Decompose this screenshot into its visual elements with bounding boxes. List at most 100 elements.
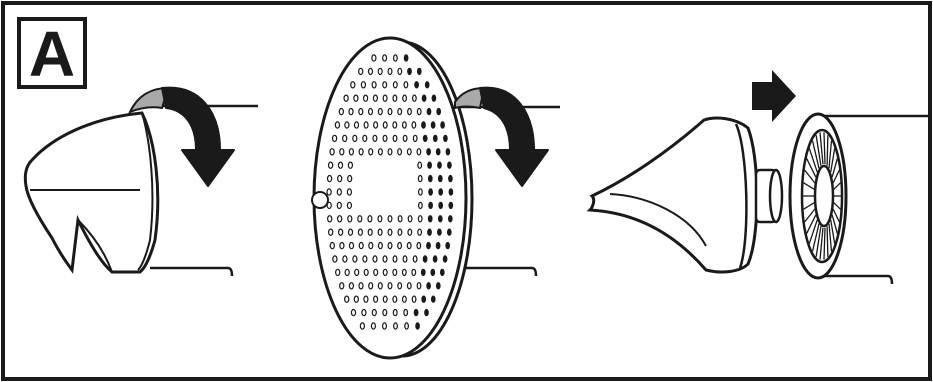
filter-rib [806,158,817,178]
perforation-hole [352,255,358,263]
filter-rib [828,140,833,169]
perforation-hole [417,215,423,223]
perforation-hole [428,188,433,196]
perforation-hole [357,215,363,223]
perforation-hole [439,268,445,277]
perforation-hole [373,268,379,277]
perforation-hole [401,268,407,277]
filter-rib [804,169,816,184]
filter-rib [831,158,839,178]
perforation-hole [354,268,360,277]
perforation-hole [448,201,454,210]
filter-rib [823,132,826,165]
perforation-hole [392,121,398,129]
perforation-hole [353,94,359,102]
perforation-hole [346,201,353,210]
perforation-hole [412,134,418,143]
perforation-hole [326,174,333,183]
filter-rib [819,227,824,260]
perforation-hole [377,67,383,76]
perforation-hole [430,121,436,129]
perforation-hole [329,241,335,250]
perforation-hole [372,134,378,143]
filter-rib [815,226,822,258]
perforation-hole [438,188,444,196]
barrel-bottom-line-2 [455,266,538,277]
perforation-hole [344,295,350,303]
perforation-hole [338,107,344,116]
perforation-hole [413,308,419,317]
perforation-hole [438,201,444,210]
perforation-hole [422,134,428,143]
perforation-hole [377,215,383,223]
perforation-hole [431,94,437,102]
perforation-hole [403,308,409,317]
perforation-hole [337,161,344,169]
filter-rib [823,227,826,260]
perforation-hole [392,268,398,277]
perforation-hole [327,215,333,223]
perforation-hole [329,148,335,156]
perforation-hole [362,134,368,143]
perforation-hole [344,121,350,129]
perforation-hole [402,134,408,143]
perforation-hole [367,67,374,76]
perforation-hole [426,241,431,250]
perforation-hole [331,134,338,143]
perforation-hole [407,215,413,223]
perforation-hole [382,268,388,277]
perforation-hole [342,134,348,143]
perforation-hole [357,228,363,236]
disk-face [312,36,468,360]
perforation-hole [363,268,369,277]
perforation-hole [447,215,453,223]
perforation-hole [392,255,398,263]
filter-rib [811,223,820,252]
perforation-hole [344,268,350,277]
perforation-hole [350,81,356,89]
filter-rib [826,226,829,257]
barrel-bottom-line-3 [815,274,894,285]
perforation-hole [437,215,443,223]
perforation-hole [382,54,388,62]
perforation-hole [382,295,388,303]
panel-2-filter-disk [311,36,560,360]
perforation-hole [367,228,373,236]
perforation-hole [348,107,354,116]
perforation-hole [372,94,378,102]
filter-rib [815,134,822,166]
perforation-hole [432,255,438,263]
perforation-hole [426,148,431,156]
perforation-hole [440,121,445,129]
perforation-hole [446,228,452,236]
perforation-hole [362,255,368,263]
perforation-hole [397,107,403,116]
perforation-hole [417,174,423,183]
rotate-band-2 [454,86,486,110]
filter-rib [803,202,815,210]
perforation-hole [426,107,432,116]
connector-end [768,168,784,224]
perforation-hole [387,67,393,76]
perforation-hole [447,161,452,169]
perforation-hole [411,268,417,277]
perforation-hole [337,228,344,236]
perforation-hole [387,107,393,116]
perforation-hole [404,322,410,330]
perforation-hole [358,107,364,116]
perforation-hole [448,174,453,183]
perforation-hole [367,215,373,223]
perforation-hole [373,295,379,303]
perforation-hole [397,241,403,250]
cone-nozzle-body [586,116,759,274]
perforation-hole [343,94,349,102]
perforation-hole [417,188,423,196]
filter-rib [806,214,817,234]
perforation-hole [443,134,448,143]
perforation-hole [448,188,454,196]
filter-rib [828,223,833,252]
perforation-hole [373,121,379,129]
perforation-hole [392,308,398,317]
perforation-hole [403,54,409,62]
perforation-hole [437,161,442,169]
